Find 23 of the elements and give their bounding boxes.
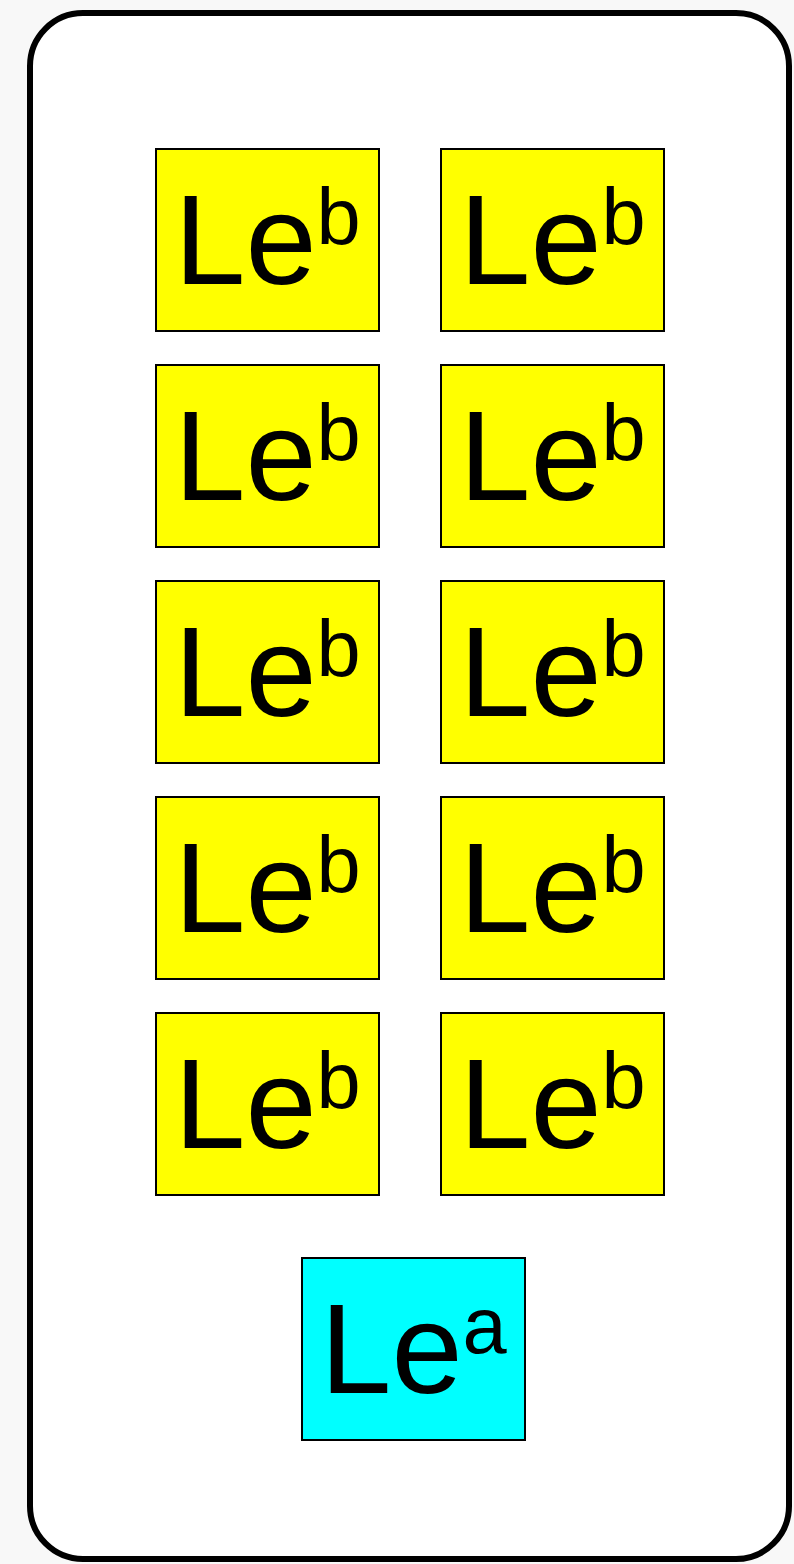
antigen-tile <box>155 796 380 980</box>
antigen-tile <box>155 148 380 332</box>
antigen-tile <box>440 364 665 548</box>
antigen-tile <box>440 580 665 764</box>
antigen-tile <box>155 1012 380 1196</box>
antigen-label: Le$^{b}$ <box>459 176 646 304</box>
antigen-label: Le$^{b}$ <box>459 392 646 520</box>
antigen-tile <box>155 580 380 764</box>
antigen-tile <box>440 796 665 980</box>
antigen-label: Le$^{b}$ <box>174 1040 361 1168</box>
antigen-label: Le$^{b}$ <box>174 608 361 736</box>
antigen-label: Le$^{b}$ <box>174 392 361 520</box>
antigen-label: Le$^{b}$ <box>459 1040 646 1168</box>
antigen-label: Le$^{b}$ <box>174 824 361 952</box>
antigen-tile <box>155 364 380 548</box>
antigen-label: Le$^{b}$ <box>459 608 646 736</box>
rounded-panel <box>27 10 792 1562</box>
antigen-label: Le$^{b}$ <box>174 176 361 304</box>
antigen-tile <box>440 1012 665 1196</box>
antigen-tile <box>301 1257 526 1441</box>
antigen-label: Le$^{b}$ <box>459 824 646 952</box>
antigen-label: Le$^{a}$ <box>320 1285 507 1413</box>
antigen-tile <box>440 148 665 332</box>
